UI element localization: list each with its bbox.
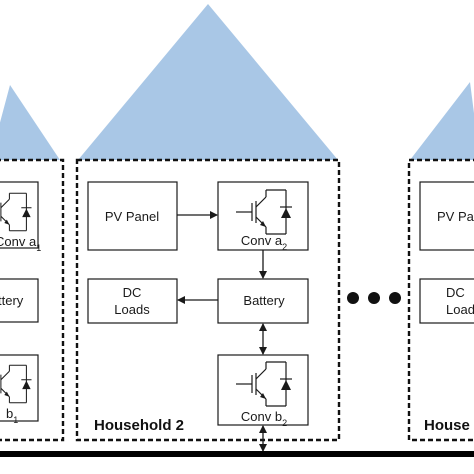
dc-loads-right-label-line1: DC — [446, 285, 465, 300]
dc-loads-box — [87, 278, 178, 324]
pv-panel-right-label: PV Pa — [437, 209, 474, 224]
conv-b2-label: Conv b2 — [241, 409, 287, 428]
roof-left — [0, 85, 60, 160]
battery-left-box — [0, 278, 39, 323]
battery-box — [217, 278, 309, 324]
conv-a2-box — [217, 181, 309, 251]
ellipsis-dot — [347, 292, 359, 304]
dc-loads-label-line1: DC — [123, 285, 142, 300]
battery-label: Battery — [243, 293, 285, 308]
conv-b2-box — [217, 354, 309, 426]
conv-a2-label: Conv a2 — [241, 233, 287, 252]
ellipsis-dot — [389, 292, 401, 304]
household-2-label: Household 2 — [94, 417, 184, 434]
pv-panel-box — [87, 181, 178, 251]
more-households-ellipsis — [347, 292, 401, 304]
roof-right — [410, 82, 474, 160]
household-left: Conv a1 ttery b1 — [0, 158, 65, 442]
ellipsis-dot — [368, 292, 380, 304]
household-center: PV Panel Conv a2 DC Loads Battery Conv b… — [75, 158, 341, 452]
dc-loads-right-box — [419, 278, 474, 324]
household-right: PV Pa DC Load House — [407, 158, 474, 442]
battery-left-label: ttery — [0, 293, 24, 308]
roof-center — [78, 4, 338, 160]
dc-loads-right-label-line2: Load — [446, 302, 474, 317]
conv-b1-label: b1 — [6, 406, 18, 425]
dc-loads-label-line2: Loads — [114, 302, 150, 317]
dc-bus-line — [0, 451, 474, 457]
household-right-label: House — [424, 417, 470, 434]
pv-panel-label: PV Panel — [105, 209, 159, 224]
conv-b1-box — [0, 354, 39, 422]
pv-panel-right-box — [419, 181, 474, 251]
conv-a1-label: Conv a1 — [0, 234, 41, 253]
